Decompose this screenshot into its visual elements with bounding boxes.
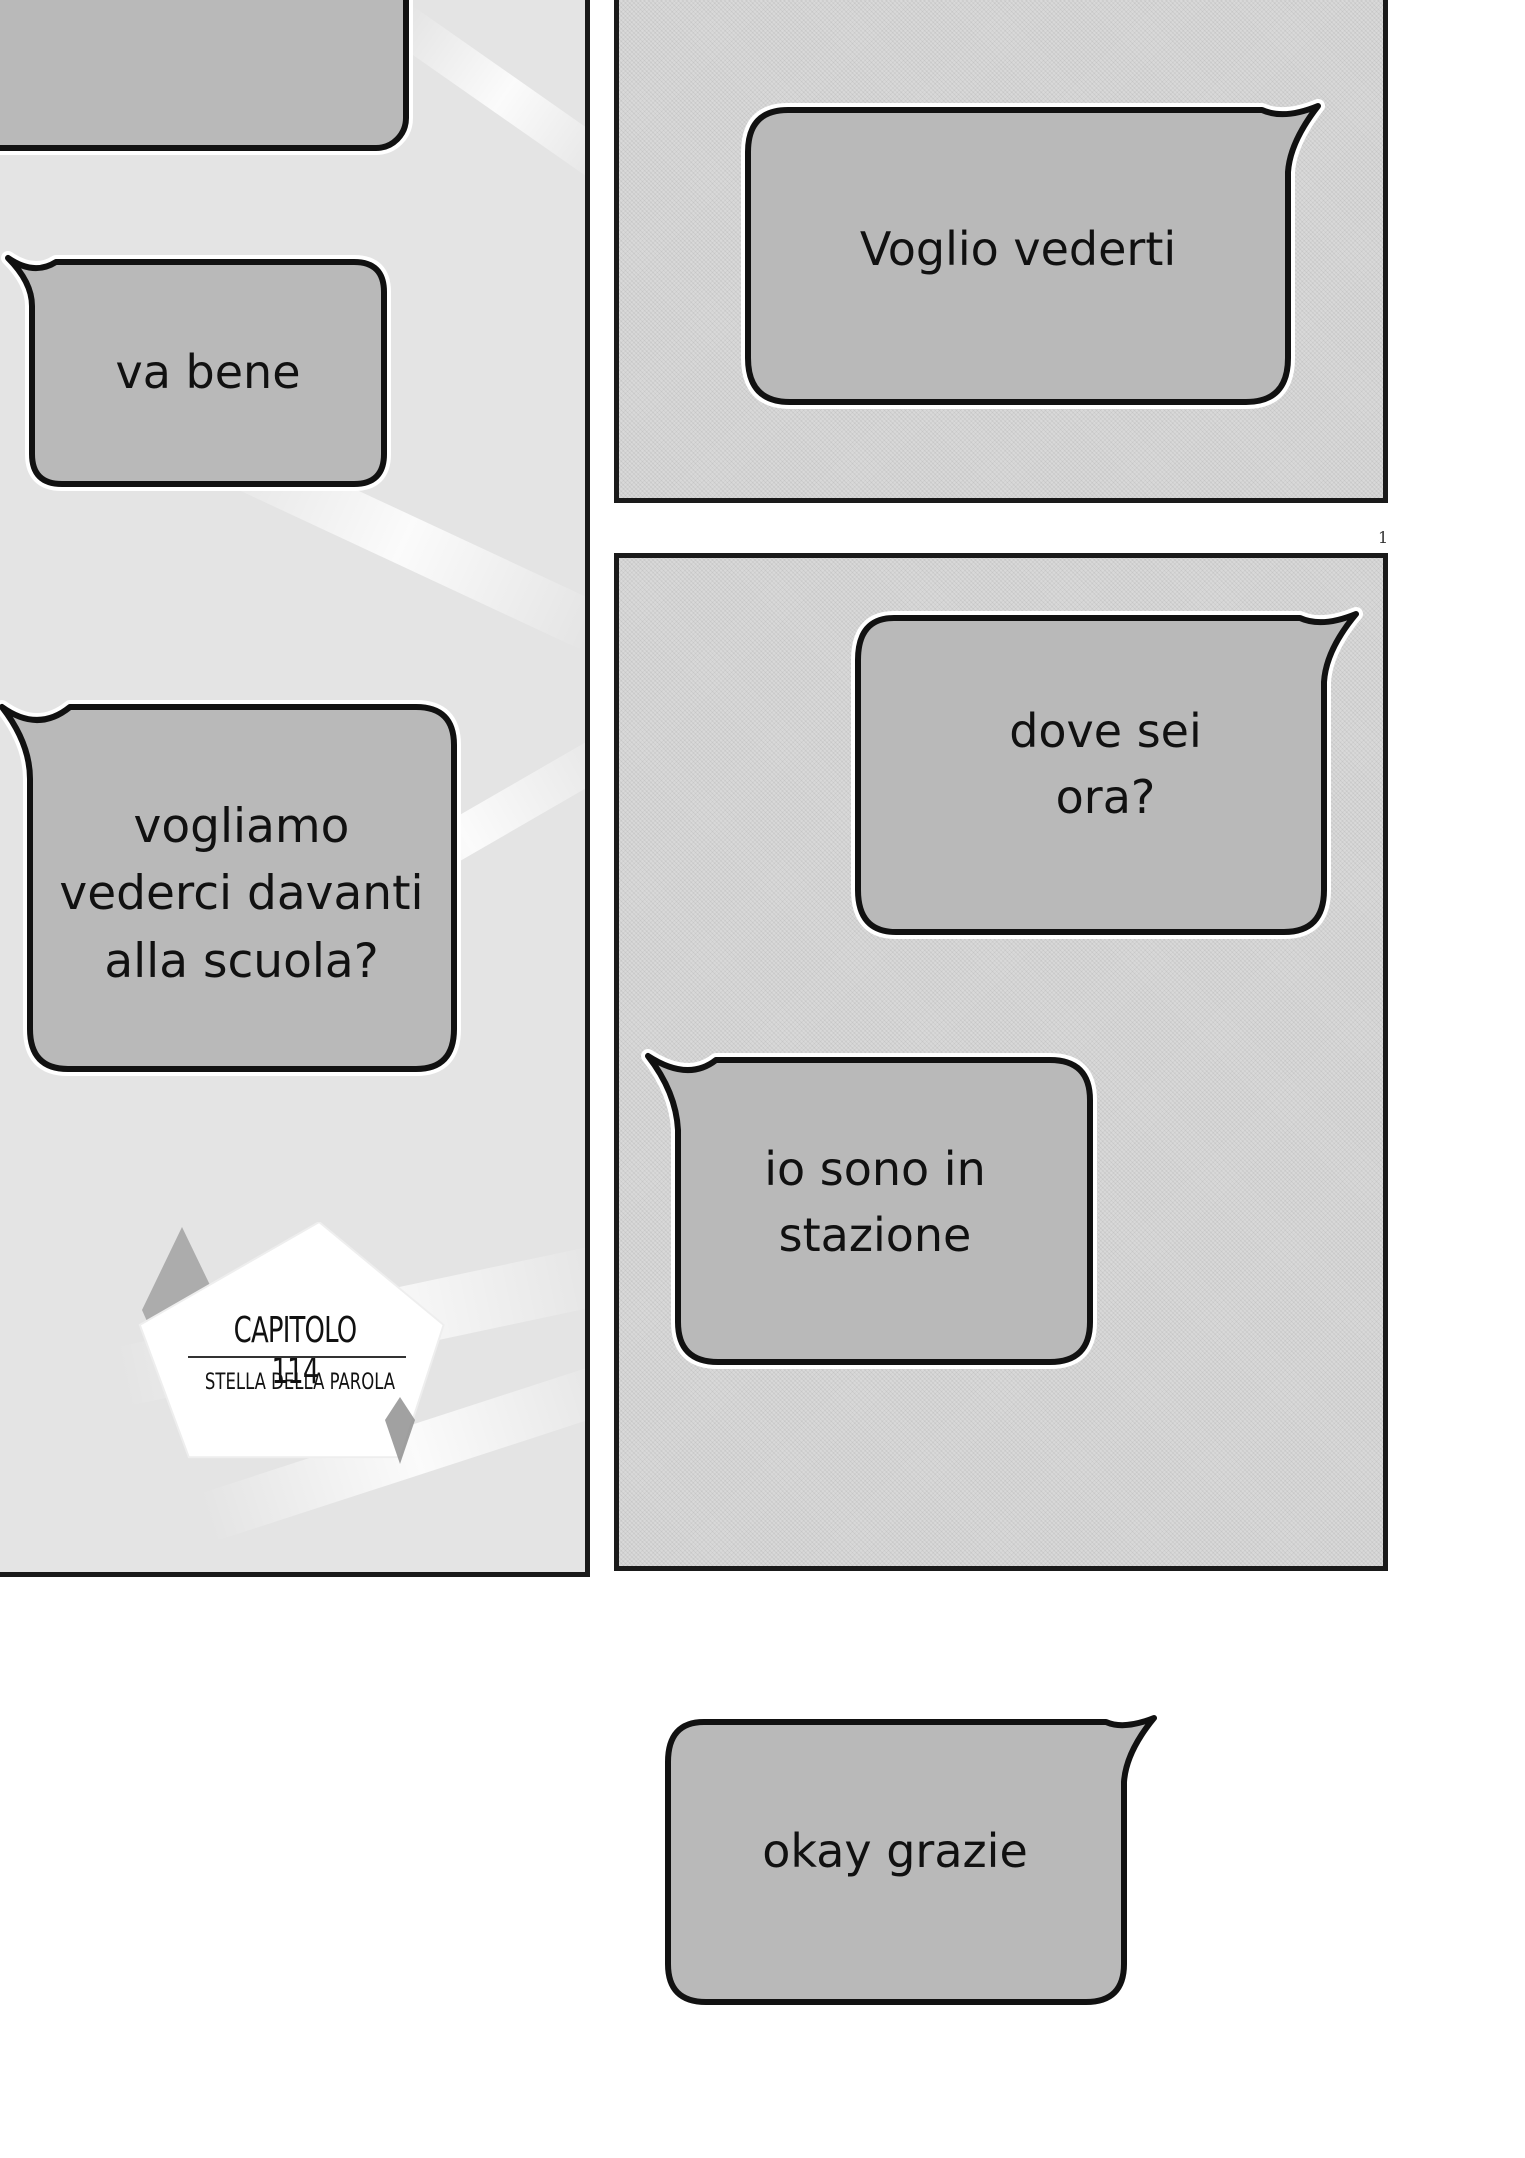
speech-bubble-okay-grazie: okay grazie	[661, 1711, 1161, 2009]
diamond-shape	[385, 1397, 415, 1464]
bubble-shape	[641, 1049, 1097, 1369]
speed-streak	[387, 4, 585, 186]
speech-bubble-top-left	[0, 0, 413, 155]
speech-bubble-vogliamo: vogliamo vederci davanti alla scuola?	[0, 700, 461, 1076]
speech-bubble-io-sono: io sono in stazione	[641, 1049, 1097, 1369]
bubble-shape	[1, 251, 391, 491]
chapter-badge	[138, 1222, 445, 1464]
page-number: 1	[1378, 528, 1389, 547]
bubble-shape	[0, 0, 413, 155]
bubble-text: okay grazie	[762, 1824, 1028, 1879]
bubble-text: dove sei ora?	[1009, 704, 1202, 824]
bubble-text: vogliamo vederci davanti alla scuola?	[59, 799, 424, 989]
bubble-text: io sono in stazione	[764, 1142, 986, 1262]
bubble-text: va bene	[115, 345, 301, 400]
chapter-divider	[188, 1356, 406, 1358]
bubble-shape	[851, 607, 1363, 939]
speech-bubble-va-bene: va bene	[1, 251, 391, 491]
bubble-shape	[741, 99, 1325, 409]
bubble-shape	[661, 1711, 1161, 2009]
bubble-shape	[0, 700, 461, 1076]
speech-bubble-voglio-vederti: Voglio vederti	[741, 99, 1325, 409]
bubble-text: Voglio vederti	[859, 222, 1177, 277]
pentagon-shape	[138, 1222, 445, 1459]
speech-bubble-dove-sei: dove sei ora?	[851, 607, 1363, 939]
chapter-subtitle: STELLA DELLA PAROLA	[204, 1370, 396, 1395]
